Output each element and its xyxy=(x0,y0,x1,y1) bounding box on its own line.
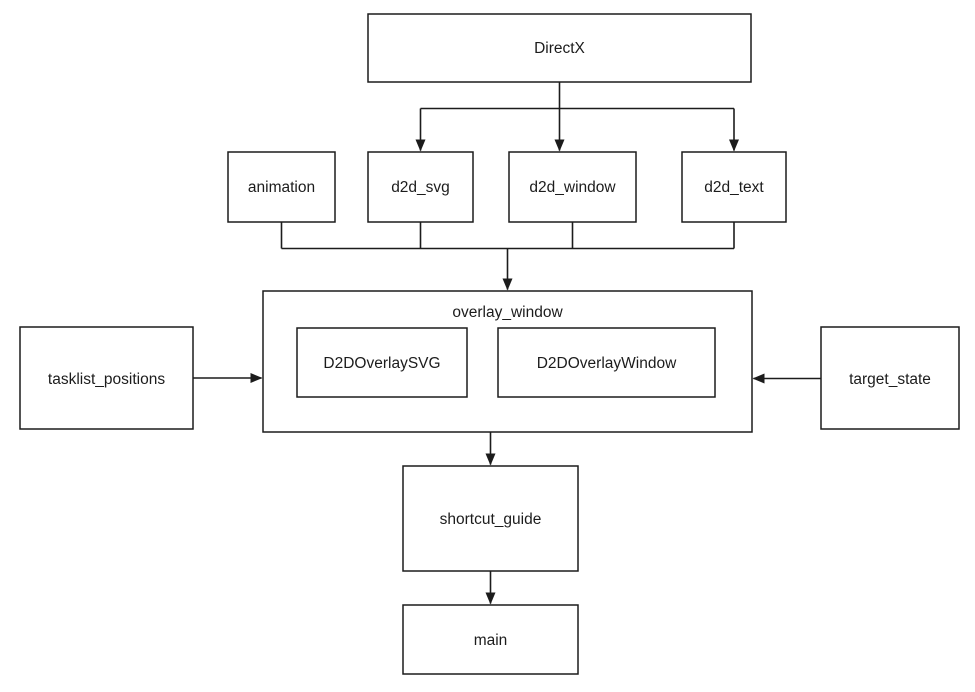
main-label: main xyxy=(474,632,508,649)
node-tasklist_positions: tasklist_positions xyxy=(19,326,194,430)
node-d2doverlaywindow: D2DOverlayWindow xyxy=(497,327,716,398)
animation-box xyxy=(227,151,336,223)
directx-label: DirectX xyxy=(534,40,585,57)
d2d_window-box xyxy=(508,151,637,223)
d2doverlaywindow-box xyxy=(497,327,716,398)
main-box xyxy=(402,604,579,675)
node-animation: animation xyxy=(227,151,336,223)
d2doverlaysvg-box xyxy=(296,327,468,398)
shortcut_guide-box xyxy=(402,465,579,572)
node-main: main xyxy=(402,604,579,675)
tasklist_positions-label: tasklist_positions xyxy=(48,371,165,388)
shortcut_guide-label: shortcut_guide xyxy=(440,511,542,528)
container-overlay_window: overlay_window D2DOverlaySVG D2DOverlayW… xyxy=(262,290,753,433)
d2d_svg-box xyxy=(367,151,474,223)
d2d_svg-label: d2d_svg xyxy=(391,179,450,196)
target_state-label: target_state xyxy=(849,371,931,388)
d2d_window-label: d2d_window xyxy=(529,179,616,196)
d2d_text-label: d2d_text xyxy=(704,179,764,196)
d2d_text-box xyxy=(681,151,787,223)
edge-directx-branch xyxy=(420,82,734,110)
d2doverlaywindow-label: D2DOverlayWindow xyxy=(537,355,677,372)
node-directx: DirectX xyxy=(367,13,752,83)
node-d2doverlaysvg: D2DOverlaySVG xyxy=(296,327,468,398)
d2doverlaysvg-label: D2DOverlaySVG xyxy=(323,355,440,372)
animation-label: animation xyxy=(248,179,315,196)
target_state-box xyxy=(820,326,960,430)
node-d2d_svg: d2d_svg xyxy=(367,151,474,223)
tasklist_positions-box xyxy=(19,326,194,430)
node-target_state: target_state xyxy=(820,326,960,430)
node-d2d_window: d2d_window xyxy=(508,151,637,223)
directx-box xyxy=(367,13,752,83)
node-shortcut_guide: shortcut_guide xyxy=(402,465,579,572)
overlay_window-label: overlay_window xyxy=(452,304,563,321)
node-d2d_text: d2d_text xyxy=(681,151,787,223)
